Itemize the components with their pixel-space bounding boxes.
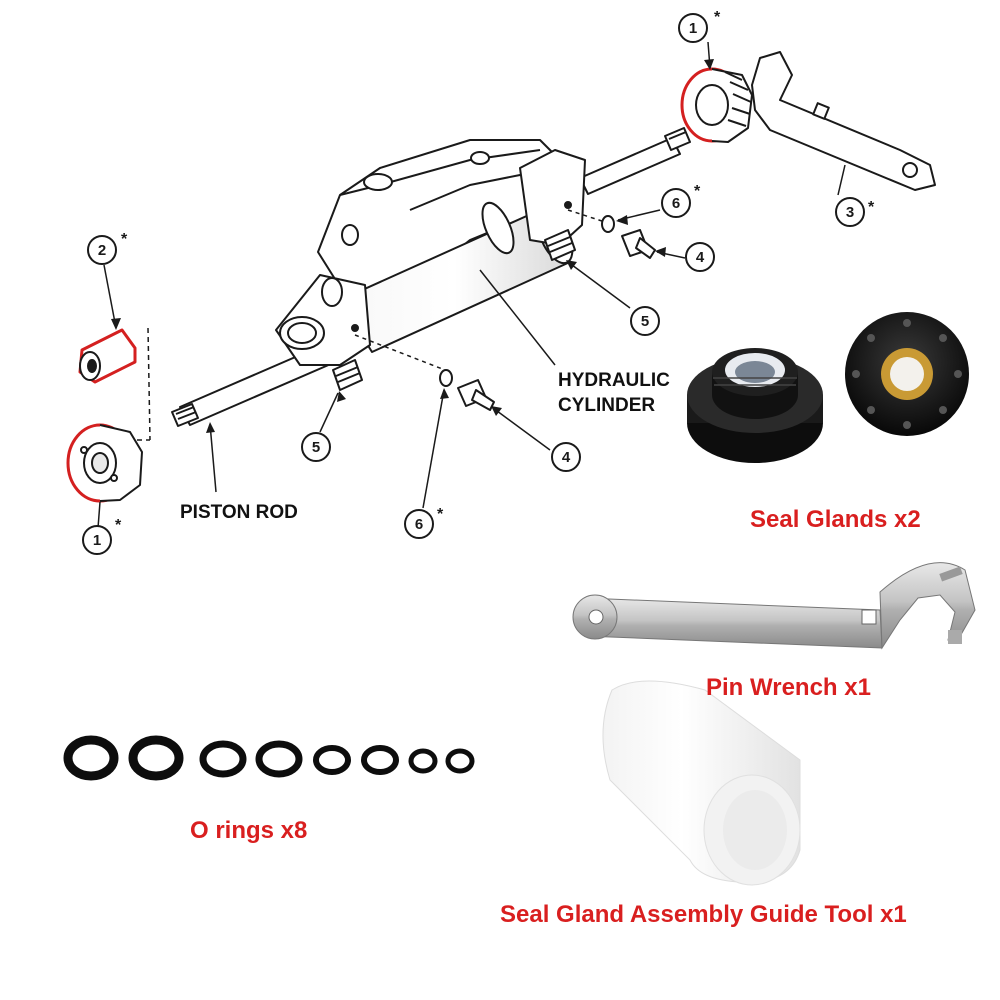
pin-wrench-photo bbox=[572, 562, 976, 650]
guide-tool-photo bbox=[602, 680, 801, 886]
callout-1-top: 1 * bbox=[678, 9, 721, 43]
washer-right bbox=[601, 215, 615, 233]
callout-3: 3 * bbox=[835, 197, 875, 227]
leader-lines bbox=[97, 41, 846, 529]
callout-5-right: 5 bbox=[630, 306, 660, 336]
guide-tool-drawing bbox=[78, 328, 137, 384]
callout-number: 6 bbox=[415, 516, 423, 533]
o-ring-4 bbox=[255, 740, 303, 778]
right-end-block bbox=[519, 149, 586, 246]
callout-mark: * bbox=[694, 183, 701, 200]
callout-2: 2 * bbox=[87, 231, 128, 265]
callout-number: 2 bbox=[98, 242, 106, 259]
o-ring-8 bbox=[445, 748, 475, 774]
callout-number: 4 bbox=[562, 449, 571, 466]
washer-bottom bbox=[439, 369, 453, 387]
callout-6-right: 6 * bbox=[661, 183, 701, 218]
bleeder-bottom bbox=[457, 379, 495, 411]
callout-4-right: 4 bbox=[685, 242, 715, 272]
piston-rod-label: PISTON ROD bbox=[180, 502, 298, 523]
seal-gland-right bbox=[680, 67, 753, 143]
callout-5-left: 5 bbox=[301, 432, 331, 462]
caption-guide-tool: Seal Gland Assembly Guide Tool x1 bbox=[500, 901, 907, 928]
caption-pin-wrench: Pin Wrench x1 bbox=[706, 674, 871, 701]
seal-gland-left bbox=[66, 423, 143, 503]
callout-6-bottom: 6 * bbox=[404, 506, 444, 539]
fitting-left bbox=[332, 359, 363, 391]
o-rings bbox=[63, 735, 475, 781]
fitting-right bbox=[544, 229, 576, 261]
hydraulic-label-line1: HYDRAULIC bbox=[558, 370, 670, 391]
o-ring-2 bbox=[128, 735, 184, 781]
seal-gland-photo-top bbox=[845, 312, 969, 436]
callout-number: 3 bbox=[846, 204, 854, 221]
exploded-view bbox=[66, 51, 936, 503]
o-ring-7 bbox=[408, 748, 438, 774]
callout-number: 1 bbox=[689, 20, 697, 37]
caption-o-rings: O rings x8 bbox=[190, 817, 307, 844]
mounting-yoke bbox=[317, 139, 561, 301]
hydraulic-label-line2: CYLINDER bbox=[558, 395, 655, 416]
piston-rod-right bbox=[579, 127, 691, 195]
o-ring-5 bbox=[313, 745, 351, 775]
o-ring-6 bbox=[361, 745, 399, 775]
o-ring-1 bbox=[63, 735, 119, 781]
callout-mark: * bbox=[115, 517, 122, 534]
callout-mark: * bbox=[437, 506, 444, 523]
callout-number: 4 bbox=[696, 249, 705, 266]
pin-wrench-drawing bbox=[751, 51, 936, 191]
caption-seal-glands: Seal Glands x2 bbox=[750, 506, 921, 533]
callout-number: 5 bbox=[312, 439, 320, 456]
left-end-block bbox=[275, 274, 371, 366]
callout-1-bottom: 1 * bbox=[82, 517, 122, 555]
callout-4-bottom: 4 bbox=[551, 442, 581, 472]
callout-number: 1 bbox=[93, 532, 101, 549]
leader-arrowheads bbox=[111, 59, 714, 433]
callout-mark: * bbox=[868, 199, 875, 216]
bleeder-right bbox=[621, 229, 656, 259]
callout-number: 5 bbox=[641, 313, 649, 330]
callout-number: 6 bbox=[672, 195, 680, 212]
callout-mark: * bbox=[121, 231, 128, 248]
seal-gland-photo-side bbox=[687, 348, 823, 463]
callout-mark: * bbox=[714, 9, 721, 26]
o-ring-3 bbox=[199, 740, 247, 778]
